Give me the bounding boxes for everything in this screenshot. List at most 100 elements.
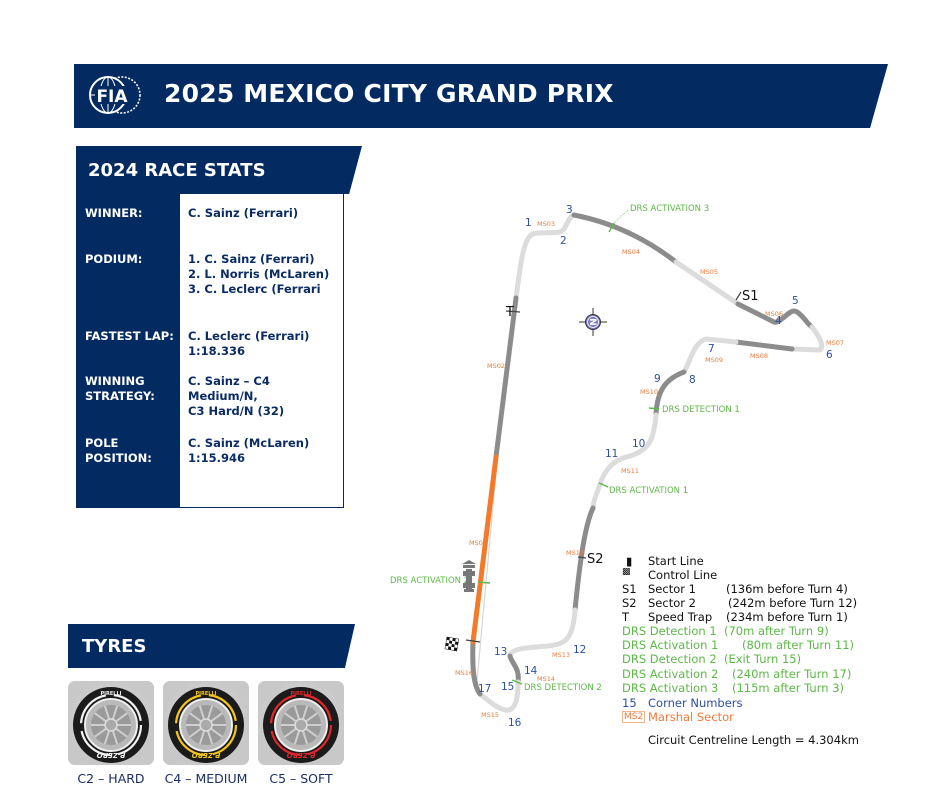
track-segment-ms07 xyxy=(789,324,825,353)
stat-label-fastest-lap: FASTEST LAP: xyxy=(85,329,174,343)
corner-number-6: 6 xyxy=(826,349,833,361)
fia-logo-text: FIA xyxy=(96,87,128,107)
legend-name: DRS Activation 2 xyxy=(622,667,719,681)
tyre-brand-text: PIRELLI xyxy=(195,691,216,697)
tyre-sidewall-text: P ZERO xyxy=(287,751,316,759)
marshal-sector-ms02: MS02 xyxy=(487,362,505,370)
track-segment-ms15 xyxy=(477,679,521,713)
marshal-sector-ms10: MS10 xyxy=(640,388,658,396)
corner-number-7: 7 xyxy=(708,343,715,355)
corner-number-17: 17 xyxy=(478,683,491,695)
drs-activation-3-tick xyxy=(608,222,615,233)
legend-description: (Exit Turn 15) xyxy=(724,652,802,666)
drs-activation-2-tick xyxy=(477,581,491,584)
tyre-medium-label: C4 – MEDIUM xyxy=(164,771,248,786)
marshal-sector-ms09: MS09 xyxy=(705,356,723,364)
track-segment-ms08 xyxy=(733,339,795,352)
marshal-sector-ms03: MS03 xyxy=(537,220,555,228)
corner-number-12: 12 xyxy=(573,644,586,656)
tyre-icon: PIRELLI P ZERO xyxy=(258,681,344,765)
marshal-sector-ms07: MS07 xyxy=(826,339,844,347)
drs-detection-1-label: DRS DETECTION 1 xyxy=(662,405,740,415)
marshal-sector-ms11: MS11 xyxy=(621,467,639,475)
corner-number-11: 11 xyxy=(605,448,618,460)
legend-name: Speed Trap xyxy=(648,610,713,624)
pit-lane xyxy=(475,451,499,693)
race-stats-title: 2024 RACE STATS xyxy=(88,160,266,181)
track-segment-ms05 xyxy=(673,259,741,307)
corner-number-8: 8 xyxy=(689,374,696,386)
stats-label-column xyxy=(77,194,180,507)
drs-activation-1-tick xyxy=(598,482,609,488)
legend-description: (80m after Turn 11) xyxy=(742,638,854,652)
legend-key: S1 xyxy=(622,582,637,596)
corner-number-2: 2 xyxy=(560,235,567,247)
drs-activation-3-label: DRS ACTIVATION 3 xyxy=(630,204,709,214)
title-banner: FIA 2025 MEXICO CITY GRAND PRIX xyxy=(74,64,888,128)
track-segment-ms13 xyxy=(507,607,578,659)
marshal-sector-ms14: MS14 xyxy=(537,675,555,683)
stat-value-winning-strategy: C. Sainz – C4 Medium/N, C3 Hard/N (32) xyxy=(188,374,285,418)
stat-value-winner: C. Sainz (Ferrari) xyxy=(188,206,299,220)
drs-detection-2-tick xyxy=(511,679,523,685)
corner-number-14: 14 xyxy=(524,665,538,677)
track-segment-ms06 xyxy=(735,301,815,330)
legend-name: Marshal Sector xyxy=(648,710,734,724)
corner-number-3: 3 xyxy=(566,204,573,216)
corner-number-16: 16 xyxy=(508,717,522,729)
legend-description: (240m after Turn 17) xyxy=(732,667,852,681)
race-stats-heading: 2024 RACE STATS xyxy=(76,146,362,194)
legend-key: T xyxy=(622,610,630,624)
s1-marker: S1 xyxy=(742,289,759,304)
stat-value-podium: 1. C. Sainz (Ferrari) 2. L. Norris (McLa… xyxy=(188,252,330,296)
compass-letter: N xyxy=(590,318,600,326)
track-segment-ms03 xyxy=(513,212,577,301)
track-segment-ms04 xyxy=(571,212,679,265)
drs-activation-2-label: DRS ACTIVATION 2 xyxy=(390,576,469,586)
tyre-hard-label: C2 – HARD xyxy=(77,771,145,786)
track-segment-ms16 xyxy=(470,639,483,697)
race-stats-table: WINNER: C. Sainz (Ferrari) PODIUM: 1. C.… xyxy=(76,194,344,508)
marshal-sector-ms08: MS08 xyxy=(750,352,768,360)
tyres-title: TYRES xyxy=(82,636,147,657)
legend-description: (70m after Turn 9) xyxy=(724,624,829,638)
tyres-heading: TYRES xyxy=(68,624,355,668)
control-line-tick xyxy=(465,639,481,643)
compass-north-icon: N xyxy=(579,308,607,336)
corner-number-15: 15 xyxy=(501,681,514,693)
corner-number-4: 4 xyxy=(775,315,782,327)
tyre-medium-image: PIRELLI P ZERO xyxy=(163,681,249,765)
legend-name: DRS Activation 3 xyxy=(622,681,719,695)
track-segment-ms02 xyxy=(493,295,519,460)
track-segment-ms12 xyxy=(572,505,596,613)
start-grid-car-icon xyxy=(462,560,476,592)
track-segment-ms09 xyxy=(681,336,739,375)
tyre-brand-text: PIRELLI xyxy=(290,691,311,697)
tyre-sidewall-text: P ZERO xyxy=(192,751,221,759)
tyre-soft-label: C5 – SOFT xyxy=(269,771,333,786)
legend-name: DRS Detection 1 xyxy=(622,624,717,638)
marshal-sector-labels: MS01MS02MS03MS04MS05MS06MS07MS08MS09MS10… xyxy=(455,220,844,719)
legend-key: 15 xyxy=(622,696,637,710)
legend-description: (242m before Turn 12) xyxy=(728,596,858,610)
sector-ticks xyxy=(465,291,742,643)
fia-logo-icon: FIA xyxy=(89,76,141,114)
marshal-sector-ms13: MS13 xyxy=(552,651,570,659)
marshal-sector-ms04: MS04 xyxy=(622,248,640,256)
speed-trap-marker: T xyxy=(505,305,514,320)
legend-name: Sector 2 xyxy=(648,596,696,610)
marshal-sector-ms16: MS16 xyxy=(455,669,473,677)
track-segment-ms14 xyxy=(507,653,521,685)
s2-tick xyxy=(577,556,587,559)
corner-number-9: 9 xyxy=(654,373,661,385)
s1-tick xyxy=(735,291,742,301)
drs-detection-2-label: DRS DETECTION 2 xyxy=(524,683,602,693)
track-segment-ms01 xyxy=(470,454,499,645)
marshal-sector-ms05: MS05 xyxy=(700,268,718,276)
legend-name: DRS Activation 1 xyxy=(622,638,719,652)
corner-number-10: 10 xyxy=(632,438,645,450)
legend-description: (234m before Turn 1) xyxy=(726,610,848,624)
s2-marker: S2 xyxy=(587,552,604,567)
